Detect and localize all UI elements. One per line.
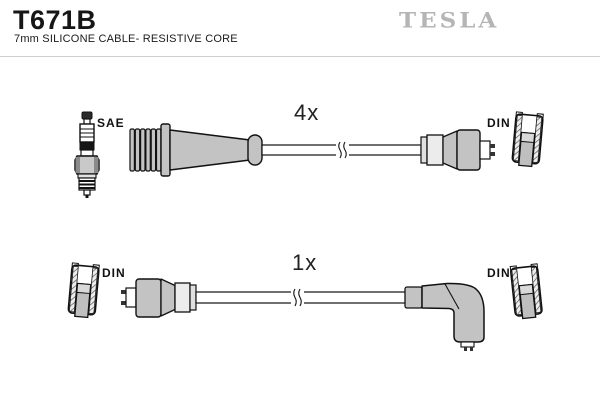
din-cap-icon: [511, 111, 544, 168]
row1-quantity-label: 4x: [294, 100, 320, 125]
cable-line: [195, 288, 407, 307]
din-cap-icon: [67, 262, 100, 319]
row2-cable-diagram: [67, 262, 543, 351]
straight-boot-icon: [121, 278, 197, 318]
header-divider: [0, 56, 600, 57]
product-subtitle: 7mm SILICONE CABLE- RESISTIVE CORE: [14, 33, 238, 45]
din-cap-icon: [509, 263, 543, 320]
row2-din-left-label: DIN: [102, 266, 126, 280]
row1-sae-label: SAE: [97, 116, 125, 130]
row2-quantity-label: 1x: [292, 250, 318, 275]
straight-boot-icon: [420, 129, 495, 171]
elbow-boot-icon: [404, 282, 485, 351]
part-number: T671B: [13, 5, 97, 35]
ribbed-straight-boot-icon: [129, 123, 263, 177]
row1-cable-diagram: [74, 111, 544, 198]
tesla-logo: TESLA: [399, 7, 500, 34]
row2-din-right-label: DIN: [487, 266, 511, 280]
spark-plug-icon: [74, 111, 100, 198]
cable-line: [261, 141, 422, 159]
row1-din-label: DIN: [487, 116, 511, 130]
